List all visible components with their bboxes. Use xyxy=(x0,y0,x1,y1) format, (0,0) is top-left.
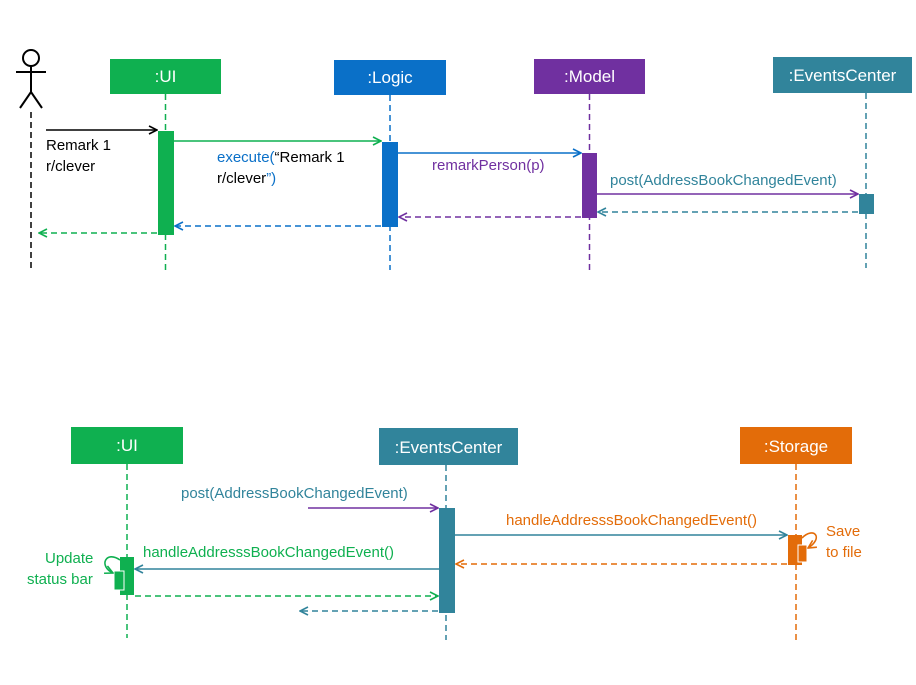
eventscenter-activation xyxy=(859,194,874,214)
participant-eventscenter-2: :EventsCenter xyxy=(379,428,518,465)
ui-2-self-call-arrow xyxy=(105,556,121,573)
participant-logic: :Logic xyxy=(334,60,446,95)
user-remark-label-1: Remark 1 xyxy=(46,137,111,154)
execute-label-d: ”) xyxy=(266,170,276,187)
participant-eventscenter-label: :EventsCenter xyxy=(789,66,897,85)
participant-ui: :UI xyxy=(110,59,221,94)
execute-label-line1: execute(“Remark 1 xyxy=(217,149,345,166)
participant-model: :Model xyxy=(534,59,645,94)
execute-label-line2: r/clever”) xyxy=(217,170,276,187)
storage-self-call-arrow xyxy=(801,532,818,548)
execute-label-a: execute( xyxy=(217,149,275,166)
participant-ui-2-label: :UI xyxy=(116,436,138,455)
storage-note-line1: Save xyxy=(826,523,860,540)
execute-label-c: r/clever xyxy=(217,170,266,187)
handle-ui-label: handleAddresssBookChangedEvent() xyxy=(143,544,394,561)
diagram-1: :UI :Logic :Model :EventsCenter Remark 1… xyxy=(16,49,912,270)
ui-2-self-activation xyxy=(113,570,125,591)
participant-ui-label: :UI xyxy=(155,67,177,86)
participant-storage-label: :Storage xyxy=(764,437,828,456)
participant-logic-label: :Logic xyxy=(367,68,413,87)
storage-self-activation xyxy=(797,544,808,563)
participant-eventscenter-2-label: :EventsCenter xyxy=(395,438,503,457)
post-2-label: post(AddressBookChangedEvent) xyxy=(181,485,408,502)
ui-note-line2: status bar xyxy=(27,571,93,588)
handle-storage-label: handleAddresssBookChangedEvent() xyxy=(506,512,757,529)
eventscenter-2-activation xyxy=(439,508,455,613)
execute-label-b: “Remark 1 xyxy=(275,149,345,166)
logic-activation xyxy=(382,142,398,227)
user-actor-icon xyxy=(16,49,46,109)
model-activation xyxy=(582,153,597,218)
ui-note-line1: Update xyxy=(45,550,93,567)
diagram-2: :UI :EventsCenter :Storage post(AddressB… xyxy=(27,427,862,640)
participant-eventscenter: :EventsCenter xyxy=(773,57,912,93)
remarkperson-label: remarkPerson(p) xyxy=(432,157,545,174)
participant-ui-2: :UI xyxy=(71,427,183,464)
participant-storage: :Storage xyxy=(740,427,852,464)
storage-note-line2: to file xyxy=(826,544,862,561)
participant-model-label: :Model xyxy=(564,67,615,86)
user-remark-label-2: r/clever xyxy=(46,158,95,175)
post-label: post(AddressBookChangedEvent) xyxy=(610,172,837,189)
ui-activation xyxy=(158,131,174,235)
